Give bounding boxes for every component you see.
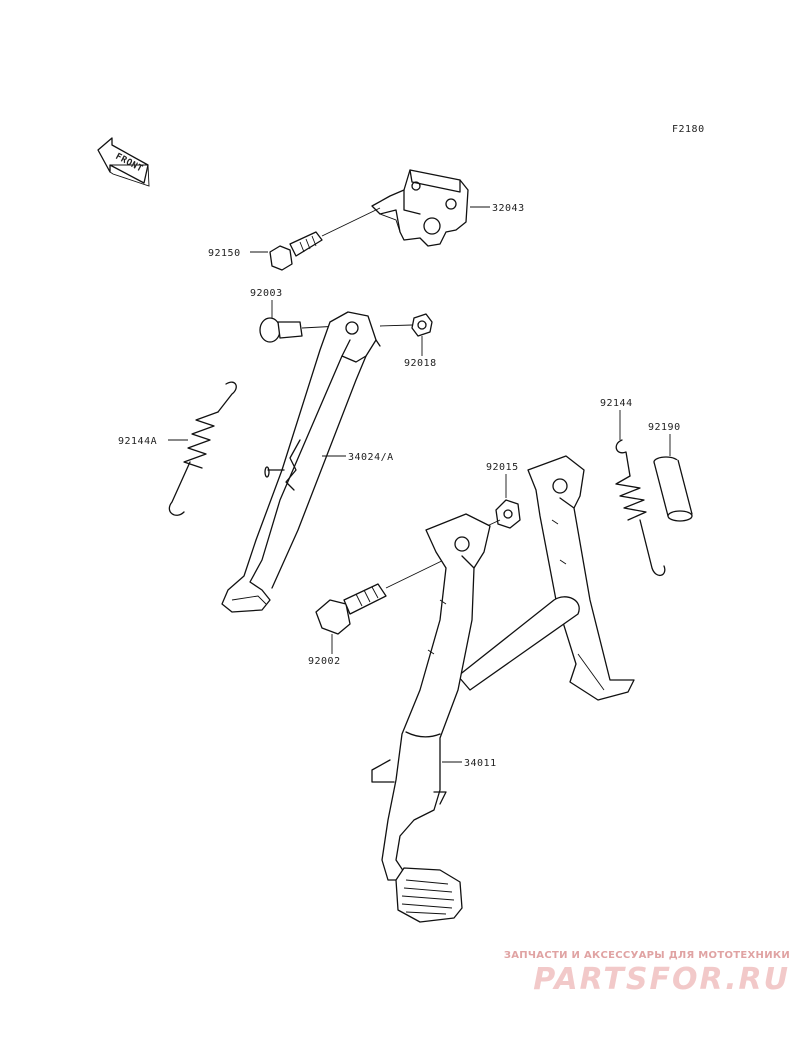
label-92150: 92150 [208,248,241,259]
label-92018: 92018 [404,358,437,369]
part-92003-pin [259,317,303,343]
part-34024a-side-stand [221,311,381,613]
part-92018-nut [411,313,433,337]
label-92190: 92190 [648,422,681,433]
label-92144: 92144 [600,398,633,409]
watermark-tagline: ЗАПЧАСТИ И АКСЕССУАРЫ ДЛЯ МОТОТЕХНИКИ [503,950,790,961]
part-92144-spring [615,439,666,576]
front-arrow-icon: FRONT [97,137,150,187]
part-34011-main-stand [371,455,635,923]
part-92002-bolt [315,583,387,635]
watermark-logo: PARTSFOR.RU [533,962,790,997]
part-92150-bolt [269,231,323,271]
label-92144a: 92144A [118,436,157,447]
part-92144a-spring [168,381,237,516]
label-92003: 92003 [250,288,283,299]
label-34011: 34011 [464,758,497,769]
label-32043: 32043 [492,203,525,214]
part-92015-washer [495,499,521,529]
figure-code: F2180 [672,124,705,135]
part-92190-collar [653,456,693,522]
part-32043-bracket [371,169,469,247]
label-92002: 92002 [308,656,341,667]
label-34024a: 34024/A [348,452,394,463]
label-92015: 92015 [486,462,519,473]
